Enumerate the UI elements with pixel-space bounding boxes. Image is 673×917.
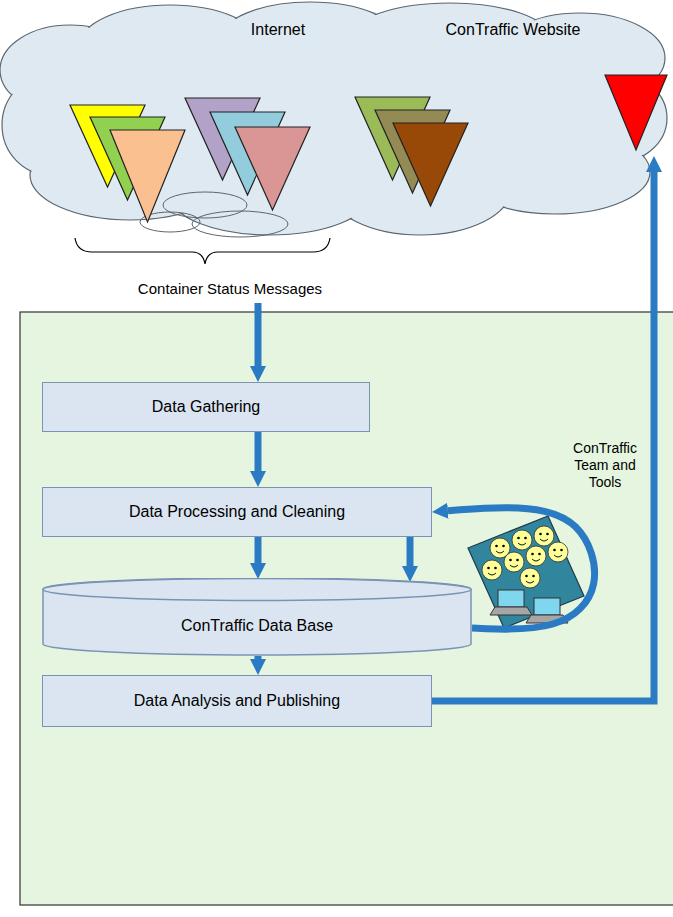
- brace: [75, 238, 330, 264]
- message-triangle: [110, 130, 185, 222]
- laptop-screen: [534, 598, 560, 615]
- flow-arrow: [255, 537, 262, 563]
- person-face: [482, 560, 502, 580]
- person-face: [526, 546, 546, 566]
- flow-arrow: [255, 432, 262, 471]
- database-cylinder: ConTraffic Data Base: [42, 578, 472, 656]
- face-eye: [532, 575, 535, 578]
- team-diamond: [468, 516, 584, 628]
- face-circle: [504, 552, 524, 572]
- face-smile: [518, 543, 526, 545]
- internet-cloud: [0, 2, 667, 237]
- face-eye: [502, 545, 505, 548]
- face-eye: [509, 559, 512, 562]
- face-smile: [540, 539, 548, 541]
- face-eye: [525, 575, 528, 578]
- input-arrow: [255, 303, 262, 366]
- face-smile: [554, 555, 562, 557]
- message-triangle: [605, 75, 667, 150]
- message-triangle: [235, 127, 310, 210]
- flow-arrow: [255, 656, 262, 659]
- face-smile: [526, 581, 534, 583]
- cloud-label: ConTraffic Website: [428, 20, 598, 39]
- face-circle: [520, 568, 540, 588]
- face-eye: [495, 545, 498, 548]
- face-circle: [548, 542, 568, 562]
- box-label: ConTraffic Data Base: [173, 616, 341, 635]
- laptop-screen: [498, 590, 524, 607]
- face-eye: [517, 537, 520, 540]
- face-eye: [494, 567, 497, 570]
- cloud-label: Internet: [228, 20, 328, 39]
- face-circle: [482, 560, 502, 580]
- internet-cloud: Internet ConTraffic Website: [0, 0, 673, 250]
- team-icon: [468, 516, 584, 628]
- person-face: [548, 542, 568, 562]
- box-label: Data Analysis and Publishing: [126, 691, 348, 710]
- face-eye: [516, 559, 519, 562]
- cloud-detail: [192, 211, 288, 237]
- cylinder-outline: [42, 578, 472, 656]
- face-eye: [531, 553, 534, 556]
- cloud-detail: [163, 192, 247, 218]
- process-box: Data Gathering: [42, 382, 370, 432]
- process-box: Data Analysis and Publishing: [42, 675, 432, 727]
- laptop-keyboard: [490, 607, 532, 615]
- face-eye: [560, 549, 563, 552]
- cylinder-top: [43, 579, 471, 601]
- process-box: Data Processing and Cleaning: [42, 487, 432, 537]
- face-circle: [526, 546, 546, 566]
- team-label: ConTraffic Team and Tools: [568, 440, 642, 490]
- person-face: [512, 530, 532, 550]
- face-smile: [532, 559, 540, 561]
- face-eye: [538, 553, 541, 556]
- group-label: Container Status Messages: [110, 280, 350, 298]
- box-label: Data Gathering: [144, 397, 269, 416]
- person-face: [520, 568, 540, 588]
- box-label: Data Processing and Cleaning: [121, 502, 353, 521]
- system-panel: [20, 312, 673, 905]
- laptop: [490, 590, 532, 615]
- face-smile: [496, 551, 504, 553]
- face-eye: [487, 567, 490, 570]
- face-smile: [510, 565, 518, 567]
- cylinder-body: [43, 578, 471, 655]
- message-triangle: [393, 123, 468, 206]
- face-smile: [488, 573, 496, 575]
- flow-arrow: [407, 537, 414, 566]
- person-face: [534, 526, 554, 546]
- face-eye: [553, 549, 556, 552]
- face-circle: [534, 526, 554, 546]
- face-eye: [524, 537, 527, 540]
- person-face: [504, 552, 524, 572]
- cloud-lobe: [30, 40, 630, 200]
- face-eye: [539, 533, 542, 536]
- face-eye: [546, 533, 549, 536]
- face-circle: [512, 530, 532, 550]
